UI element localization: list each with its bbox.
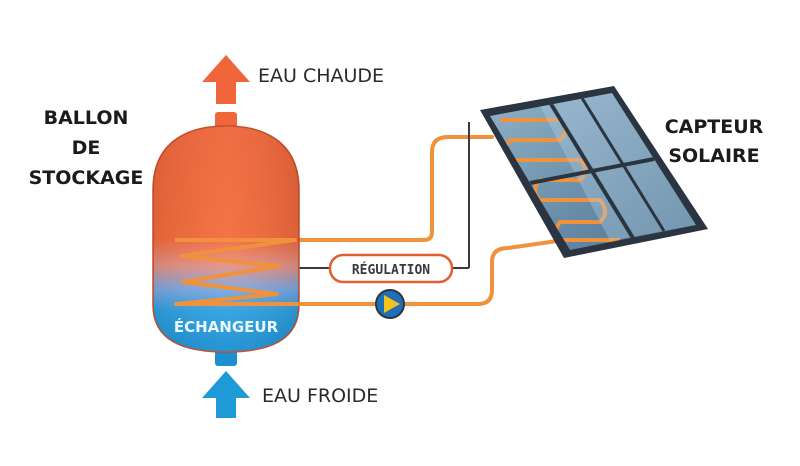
exchanger-label: ÉCHANGEUR (174, 317, 279, 336)
cold-water-label: EAU FROIDE (262, 385, 378, 407)
pump-icon (375, 289, 405, 319)
tank-title: BALLON DE STOCKAGE (29, 107, 144, 189)
absorber-tube (500, 118, 620, 242)
hot-water-label: EAU CHAUDE (258, 65, 384, 87)
collector-title-line-1: CAPTEUR (665, 116, 764, 138)
regulation-label: RÉGULATION (352, 262, 430, 278)
collector-title-line-2: SOLAIRE (668, 145, 759, 167)
sensor-wires (286, 122, 470, 269)
hot-supply-pipe (293, 135, 494, 242)
tank-title-line-3: STOCKAGE (29, 167, 144, 189)
heat-exchanger-coil (174, 238, 300, 306)
return-pipe (298, 238, 566, 306)
tank-title-line-1: BALLON (44, 107, 129, 129)
tank-title-line-2: DE (72, 137, 101, 159)
solar-collector (480, 86, 708, 258)
hot-water-arrow-icon (202, 55, 250, 104)
cold-water-arrow-icon (202, 371, 250, 418)
collector-title: CAPTEUR SOLAIRE (665, 116, 764, 167)
pipes (293, 135, 566, 306)
storage-tank: ÉCHANGEUR (152, 112, 300, 366)
regulation-controller: RÉGULATION (328, 253, 454, 284)
collector-mullion-horizontal (529, 157, 655, 185)
regulation-box (328, 253, 454, 284)
